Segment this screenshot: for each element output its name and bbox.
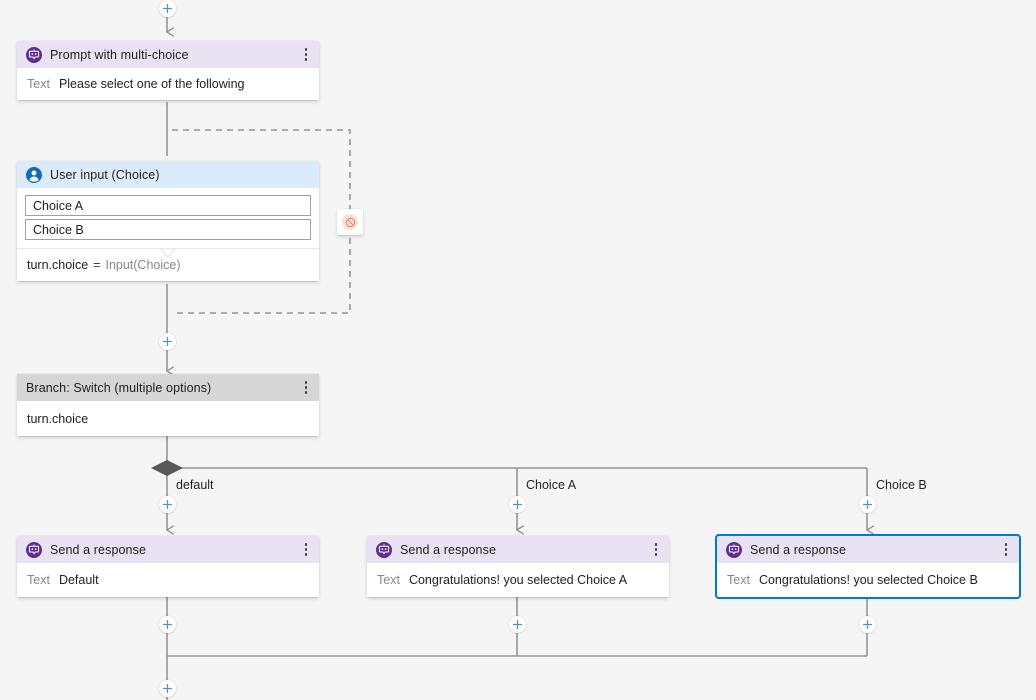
choice-option[interactable]: Choice A <box>25 195 311 216</box>
body-label: Text <box>27 77 50 91</box>
node-branch-switch[interactable]: Branch: Switch (multiple options) turn.c… <box>17 374 319 436</box>
node-send-a-response-choice-b[interactable]: Send a response Text Congratulations! yo… <box>715 534 1021 599</box>
plus-icon <box>862 500 872 509</box>
node-user-input-choice[interactable]: User input (Choice) Choice A Choice B tu… <box>17 161 319 281</box>
node-send-a-response-choice-a[interactable]: Send a response Text Congratulations! yo… <box>367 536 669 597</box>
body-label: Text <box>377 573 400 587</box>
user-icon <box>26 166 42 183</box>
branch-label-default: default <box>176 478 214 492</box>
more-options-icon[interactable] <box>299 46 313 64</box>
plus-icon <box>512 620 522 629</box>
node-title: Send a response <box>50 542 147 557</box>
node-header[interactable]: Prompt with multi-choice <box>17 41 319 68</box>
output-property-name: turn.choice <box>27 258 89 272</box>
add-node-button[interactable] <box>158 616 176 633</box>
equals-sign: = <box>93 258 101 272</box>
choice-option[interactable]: Choice B <box>25 219 311 240</box>
plus-icon <box>512 500 522 509</box>
more-options-icon[interactable] <box>299 379 313 397</box>
body-value: Congratulations! you selected Choice A <box>408 573 628 587</box>
branch-label-choice-b: Choice B <box>876 478 927 492</box>
bot-message-icon <box>26 541 42 558</box>
plus-icon <box>162 620 172 629</box>
node-body[interactable]: Text Default <box>17 563 319 597</box>
add-node-button[interactable] <box>508 616 526 633</box>
node-title: User input (Choice) <box>50 167 160 182</box>
node-header[interactable]: User input (Choice) <box>17 161 319 188</box>
bot-message-icon <box>376 541 392 558</box>
plus-icon <box>162 500 172 509</box>
add-node-button[interactable] <box>158 496 176 513</box>
body-value: Please select one of the following <box>58 77 245 91</box>
bot-message-icon <box>726 541 742 558</box>
add-node-button[interactable] <box>158 0 176 17</box>
plus-icon <box>162 4 172 13</box>
cancel-circle-icon <box>342 214 358 230</box>
branch-label-choice-a: Choice A <box>526 478 577 492</box>
body-value: Congratulations! you selected Choice B <box>758 573 978 587</box>
branch-diamond-icon <box>151 460 183 476</box>
body-value: Default <box>58 573 99 587</box>
node-header[interactable]: Send a response <box>17 536 319 563</box>
plus-icon <box>162 684 172 693</box>
output-property-source: Input(Choice) <box>105 258 181 272</box>
add-node-button[interactable] <box>858 616 876 633</box>
add-node-button[interactable] <box>858 496 876 513</box>
node-title: Send a response <box>400 542 497 557</box>
node-body[interactable]: turn.choice <box>17 401 319 436</box>
node-header[interactable]: Send a response <box>717 536 1019 563</box>
node-header[interactable]: Send a response <box>367 536 669 563</box>
bot-message-icon <box>26 46 42 63</box>
body-value: turn.choice <box>27 411 89 426</box>
add-node-button[interactable] <box>158 680 176 697</box>
add-node-button[interactable] <box>158 333 176 350</box>
add-node-button[interactable] <box>508 496 526 513</box>
node-title: Send a response <box>750 542 847 557</box>
plus-icon <box>862 620 872 629</box>
node-body[interactable]: Text Please select one of the following <box>17 68 319 100</box>
node-body[interactable]: Text Congratulations! you selected Choic… <box>717 563 1019 597</box>
node-title: Branch: Switch (multiple options) <box>26 380 212 395</box>
node-header[interactable]: Branch: Switch (multiple options) <box>17 374 319 401</box>
node-send-a-response-default[interactable]: Send a response Text Default <box>17 536 319 597</box>
node-prompt-with-multi-choice[interactable]: Prompt with multi-choice Text Please sel… <box>17 41 319 100</box>
interrupt-cancel-chip[interactable] <box>337 209 363 235</box>
body-label: Text <box>727 573 750 587</box>
choice-list: Choice A Choice B <box>17 188 319 248</box>
more-options-icon[interactable] <box>649 541 663 559</box>
more-options-icon[interactable] <box>999 541 1013 559</box>
node-title: Prompt with multi-choice <box>50 47 189 62</box>
output-property-row[interactable]: turn.choice = Input(Choice) <box>17 248 319 281</box>
node-body[interactable]: Text Congratulations! you selected Choic… <box>367 563 669 597</box>
more-options-icon[interactable] <box>299 541 313 559</box>
plus-icon <box>162 337 172 346</box>
body-label: Text <box>27 573 50 587</box>
